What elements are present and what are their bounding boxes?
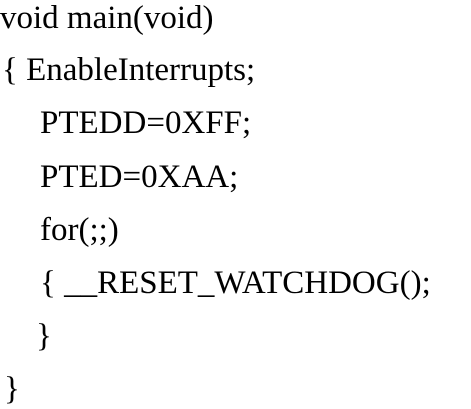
code-line-pted-data: PTED=0XAA; <box>40 159 239 195</box>
code-line-function-signature: void main(void) <box>0 0 214 36</box>
code-line-loop-close-brace: } <box>36 318 52 354</box>
code-line-pted-direction: PTEDD=0XFF; <box>40 105 252 141</box>
code-line-enable-interrupts: { EnableInterrupts; <box>2 52 256 88</box>
code-line-for-loop: for(;;) <box>40 212 119 248</box>
code-line-function-close-brace: } <box>4 371 20 407</box>
code-line-reset-watchdog: { __RESET_WATCHDOG(); <box>40 265 431 301</box>
